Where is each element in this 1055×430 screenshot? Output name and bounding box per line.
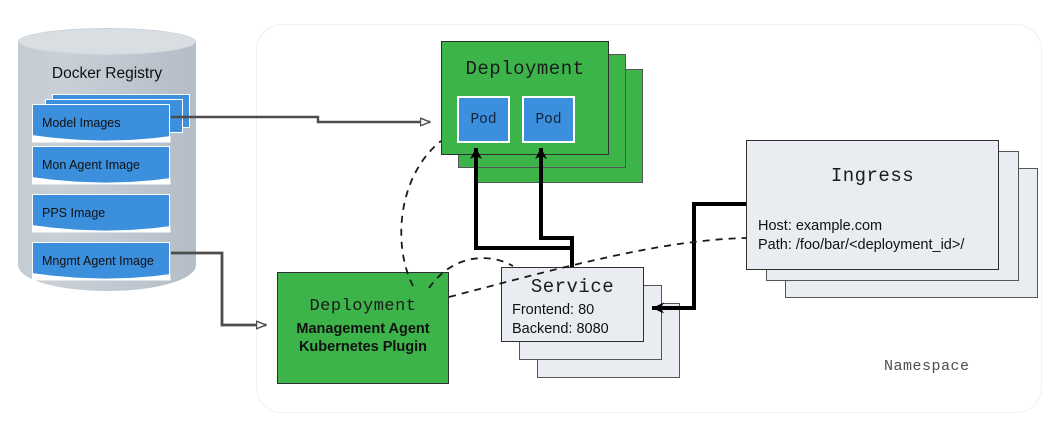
- registry-item-model-images[interactable]: Model Images: [32, 104, 170, 142]
- pod-label: Pod: [535, 111, 562, 128]
- pod-box-1[interactable]: Pod: [457, 96, 510, 143]
- service-line-2: Backend: 8080: [512, 321, 609, 337]
- registry-item-mngmt-agent-image[interactable]: Mngmt Agent Image: [32, 242, 170, 280]
- cylinder-top-ellipse: [18, 28, 196, 55]
- ingress-line-1: Host: example.com: [758, 218, 883, 234]
- registry-title: Docker Registry: [51, 65, 163, 82]
- registry-item-label: Model Images: [42, 116, 121, 130]
- registry-item-label: Mngmt Agent Image: [42, 254, 154, 268]
- namespace-boundary: [256, 24, 1042, 413]
- service-title: Service: [530, 276, 615, 298]
- registry-item-label: PPS Image: [42, 206, 106, 220]
- ingress-title: Ingress: [830, 165, 915, 187]
- pod-box-2[interactable]: Pod: [522, 96, 575, 143]
- service-box[interactable]: Service Frontend: 80 Backend: 8080: [501, 267, 644, 342]
- deployment-pods-box[interactable]: Deployment Pod Pod: [441, 41, 609, 155]
- management-deployment-title: Deployment: [309, 297, 417, 316]
- service-line-1: Frontend: 80: [512, 302, 595, 318]
- management-deployment-line-1: Management Agent: [296, 321, 430, 337]
- namespace-label: Namespace: [884, 358, 970, 375]
- deployment-pods-title: Deployment: [465, 58, 585, 80]
- registry-item-pps-image[interactable]: PPS Image: [32, 194, 170, 232]
- pod-label: Pod: [470, 111, 497, 128]
- management-deployment-line-2: Kubernetes Plugin: [298, 339, 428, 355]
- ingress-line-2: Path: /foo/bar/<deployment_id>/: [758, 237, 965, 253]
- management-deployment-box[interactable]: Deployment Management Agent Kubernetes P…: [277, 272, 449, 384]
- registry-item-mon-agent-image[interactable]: Mon Agent Image: [32, 146, 170, 184]
- registry-item-label: Mon Agent Image: [42, 158, 140, 172]
- ingress-box[interactable]: Ingress Host: example.com Path: /foo/bar…: [746, 140, 999, 270]
